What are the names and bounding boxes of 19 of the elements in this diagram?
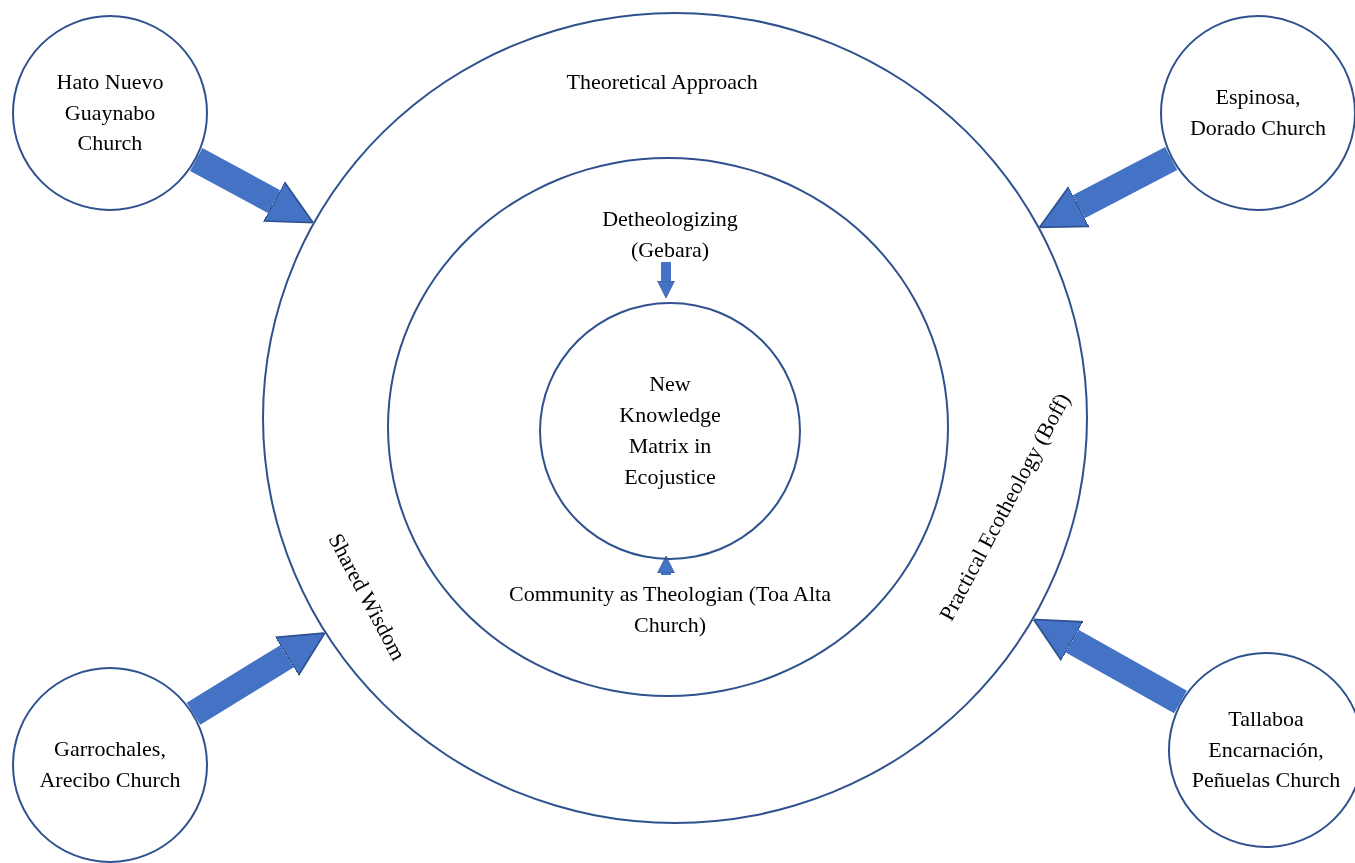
outer-circle (262, 12, 1088, 824)
arrow (190, 148, 314, 224)
church-circle (1168, 652, 1355, 848)
node-label: New Knowledge Matrix in Ecojustice (618, 370, 722, 491)
ring-title: Theoretical Approach (566, 69, 758, 95)
node-label: Garrochales, Arecibo Church (38, 735, 182, 794)
arrow (1032, 618, 1187, 714)
node-label: Detheologizing (Gebara) (570, 204, 770, 266)
church-circle (1160, 15, 1355, 211)
node-label: Tallaboa Encarnación, Peñuelas Church (1190, 704, 1342, 795)
arrow (1038, 146, 1178, 229)
node-label: Community as Theologian (Toa Alta Church) (500, 579, 840, 641)
center-circle (539, 302, 801, 560)
church-circle (12, 667, 208, 863)
church-circle (12, 15, 208, 211)
arrow (657, 262, 675, 299)
node-label: Espinosa, Dorado Church (1188, 83, 1328, 142)
node-label: Hato Nuevo Guaynabo Church (55, 67, 165, 158)
arrow (186, 632, 326, 725)
